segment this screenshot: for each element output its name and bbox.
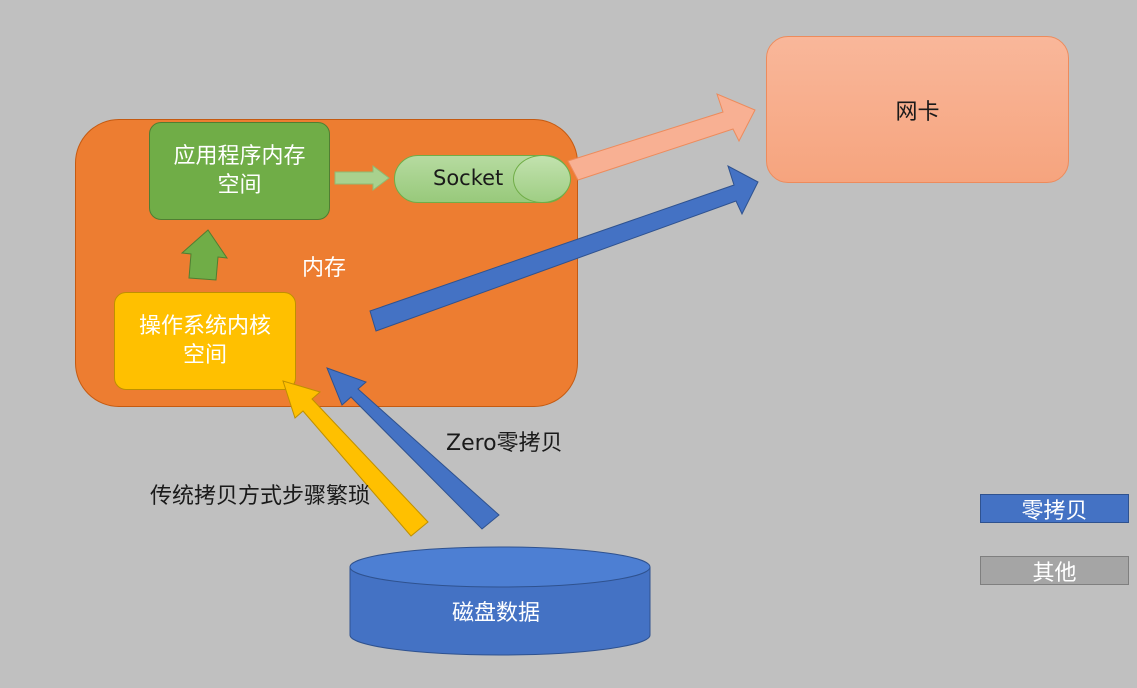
socket-cylinder-end — [513, 155, 571, 203]
nic-label: 网卡 — [895, 99, 940, 125]
memory-label: 内存 — [302, 256, 347, 281]
disk-to-kernel-traditional-arrow — [282, 380, 429, 537]
legend-zero-copy-label: 零拷贝 — [1021, 498, 1088, 524]
socket-to-nic-arrow — [567, 93, 756, 181]
disk-cylinder — [349, 546, 651, 656]
nic-box: 网卡 — [766, 36, 1069, 183]
legend-other: 其他 — [980, 556, 1129, 586]
disk-label: 磁盘数据 — [452, 601, 541, 626]
app-memory-space-box: 应用程序内存 空间 — [149, 122, 330, 220]
app-to-socket-arrow — [334, 165, 390, 191]
disk-to-kernel-zero-copy-arrow — [326, 367, 500, 530]
app-memory-space-label: 应用程序内存 空间 — [173, 144, 306, 198]
legend-zero-copy: 零拷贝 — [980, 494, 1129, 524]
kernel-to-app-arrow — [180, 229, 229, 281]
kernel-space-box: 操作系统内核 空间 — [114, 292, 296, 390]
kernel-space-label: 操作系统内核 空间 — [138, 314, 271, 368]
legend-other-label: 其他 — [1032, 560, 1077, 586]
kernel-to-nic-zero-copy-arrow — [369, 164, 759, 332]
traditional-path-annotation: 传统拷贝方式步骤繁琐 — [150, 484, 371, 509]
socket-label: Socket — [433, 166, 504, 190]
zero-copy-path-annotation: Zero零拷贝 — [446, 431, 563, 456]
